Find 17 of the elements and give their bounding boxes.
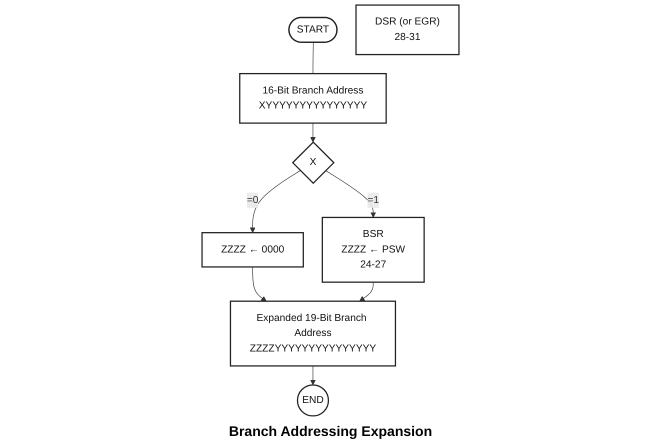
node-box: BSR ZZZZ ← PSW 24-27 — [322, 216, 425, 283]
node-circle: END — [296, 384, 330, 417]
edge-label: =1 — [367, 194, 380, 206]
node-diamond: X — [292, 141, 335, 184]
edge-label: =0 — [246, 194, 258, 206]
arrow — [310, 366, 316, 386]
caption: Branch Addressing Expansion — [228, 423, 432, 439]
node-box: 16-Bit Branch Address XYYYYYYYYYYYYYYY — [239, 72, 387, 124]
arrow — [250, 170, 301, 233]
connector — [312, 42, 314, 74]
arrow — [359, 282, 374, 302]
arrow — [310, 122, 316, 142]
arrow — [252, 266, 267, 302]
node-box: DSR (or EGR) 28-31 — [355, 4, 460, 56]
node-box: ZZZZ ← 0000 — [201, 232, 304, 268]
node-box: Expanded 19-Bit Branch Address ZZZZYYYYYYYYYYYYYYY — [230, 300, 396, 367]
arrow — [325, 170, 376, 218]
